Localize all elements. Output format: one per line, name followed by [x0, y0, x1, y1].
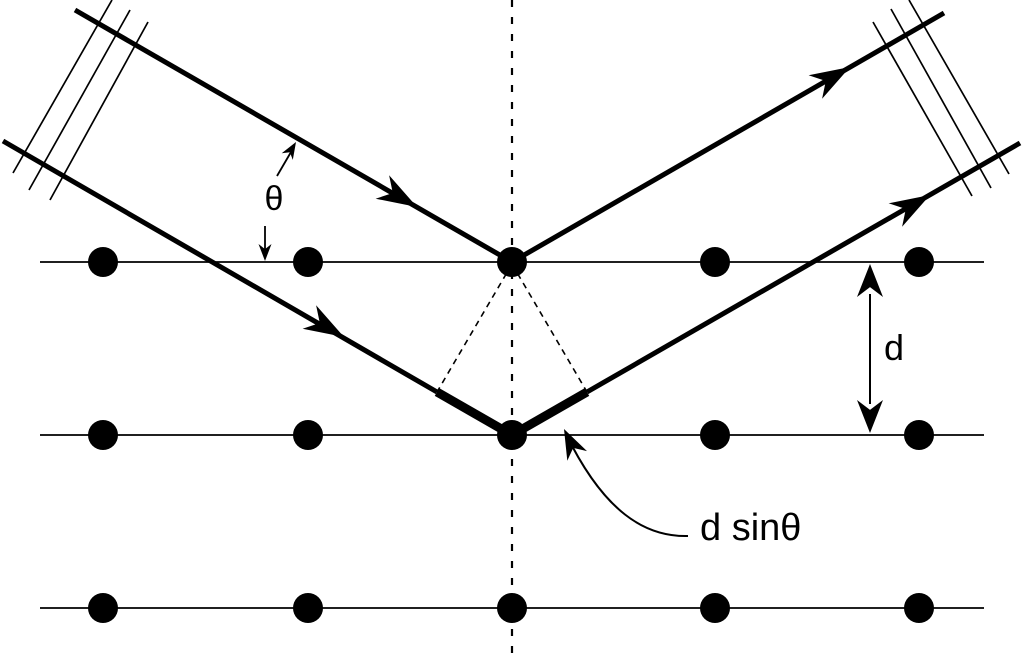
atom [700, 593, 730, 623]
incident-ray-lower [1, 138, 439, 395]
theta-pointer-arrowhead [281, 142, 296, 160]
atom [700, 247, 730, 277]
wavefront-mark-incident [49, 21, 149, 201]
dsin-leader-arrowhead [564, 429, 587, 461]
wavefront-mark-reflected [908, 0, 1010, 175]
atom [904, 420, 934, 450]
dsin-leader-curve [565, 433, 689, 538]
wavefront-mark-reflected [872, 21, 973, 197]
atom [904, 247, 934, 277]
label-path-difference: d sinθ [700, 507, 802, 549]
atom [293, 247, 323, 277]
reflected-ray-upper-arrowhead [808, 67, 850, 99]
reflected-ray-upper [510, 10, 946, 265]
atom [88, 593, 118, 623]
incident-ray-upper-arrowhead [375, 175, 417, 207]
theta-pointer-arrow [276, 151, 292, 177]
atom [700, 420, 730, 450]
atom [904, 593, 934, 623]
label-theta: θ [264, 180, 284, 218]
atom [497, 593, 527, 623]
atom [88, 247, 118, 277]
incident-ray-upper [73, 7, 514, 265]
atom [497, 420, 527, 450]
incident-ray-lower-arrowhead [302, 305, 344, 337]
label-d: d [883, 327, 905, 368]
construction-dashed-line [436, 263, 513, 393]
wavefront-mark-incident [28, 9, 131, 191]
wavefront-mark-incident [12, 0, 113, 174]
theta-pointer-arrowhead [258, 244, 272, 261]
construction-dashed-line [511, 263, 588, 393]
atom [497, 247, 527, 277]
reflected-ray-lower [585, 140, 1022, 395]
atom [293, 420, 323, 450]
d-dimension-arrowhead [857, 264, 883, 297]
d-dimension-arrowhead [857, 400, 883, 433]
atom [293, 593, 323, 623]
atom [88, 420, 118, 450]
reflected-ray-lower-arrowhead [888, 195, 930, 227]
wavefront-mark-reflected [890, 8, 992, 189]
